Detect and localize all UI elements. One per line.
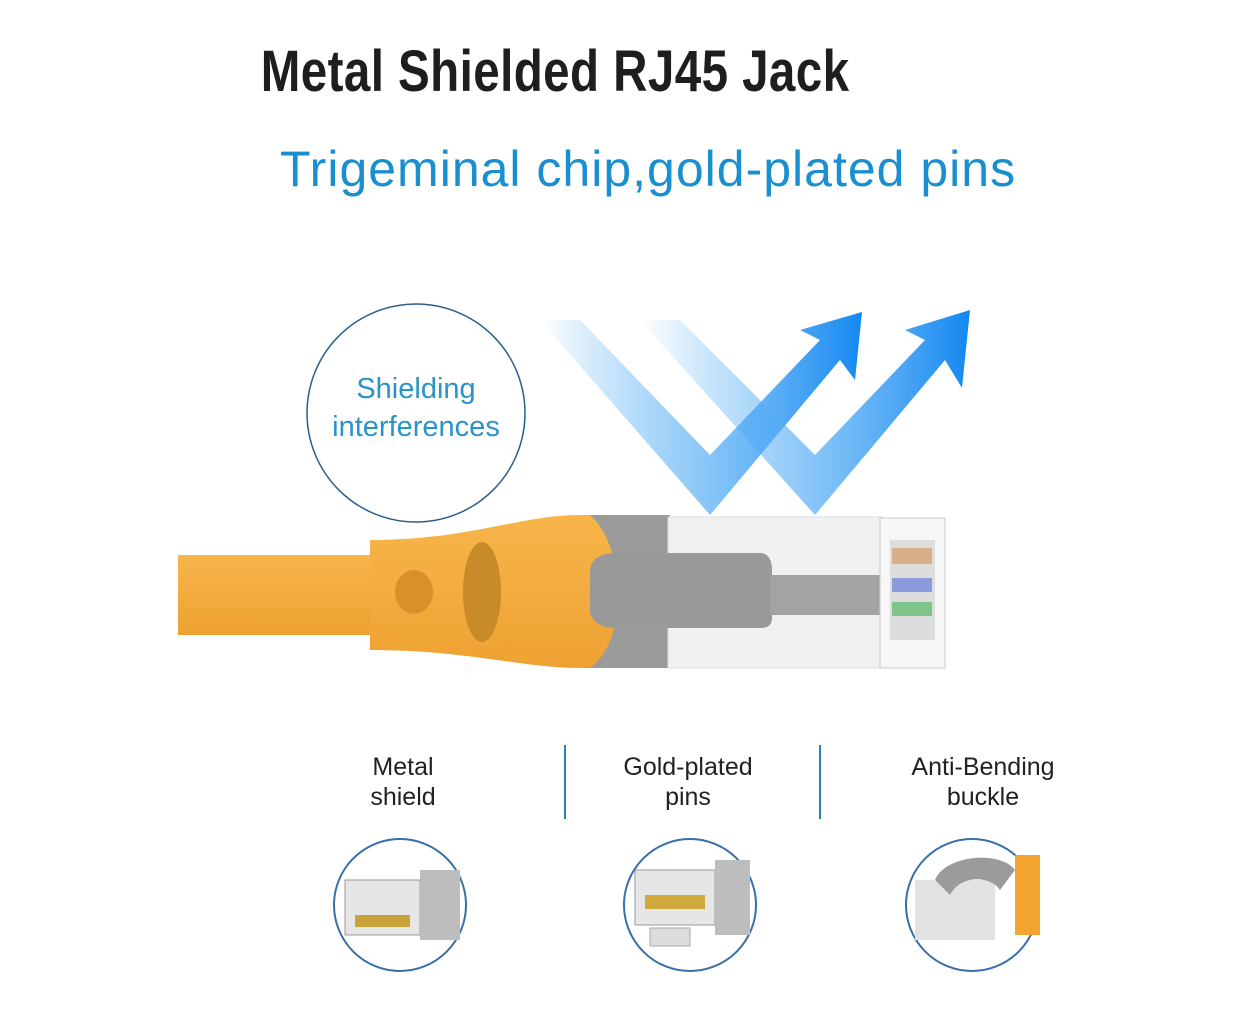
feature-line: pins — [665, 783, 711, 811]
feature-image-metal-shield — [333, 838, 467, 972]
feature-image-gold-pins — [623, 838, 757, 972]
rj45-cable-icon — [178, 515, 946, 669]
feature-label-metal-shield: Metal shield — [293, 752, 513, 812]
feature-line: shield — [370, 783, 436, 811]
feature-line: buckle — [946, 783, 1020, 811]
shielding-badge-circle — [306, 303, 526, 523]
badge-line-1: Shielding — [356, 373, 476, 405]
divider — [564, 745, 566, 819]
shielding-badge-text: Shielding interferences — [306, 370, 526, 446]
divider — [819, 745, 821, 819]
feature-image-anti-bending-buckle — [905, 838, 1040, 972]
feature-line: Gold-plated — [623, 753, 753, 781]
feature-label-anti-bending: Anti-Bending buckle — [873, 752, 1093, 812]
interference-arrow-icon — [540, 310, 970, 515]
feature-label-gold-pins: Gold-plated pins — [578, 752, 798, 812]
badge-line-2: interferences — [332, 411, 500, 443]
page-subtitle: Trigeminal chip,gold-plated pins — [280, 141, 1017, 197]
feature-line: Metal — [372, 753, 434, 781]
feature-line: Anti-Bending — [911, 753, 1055, 781]
page-title: Metal Shielded RJ45 Jack — [260, 39, 850, 104]
